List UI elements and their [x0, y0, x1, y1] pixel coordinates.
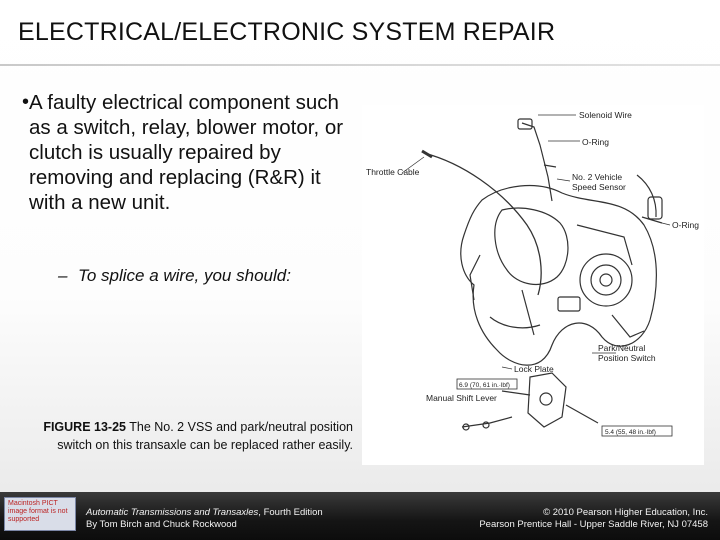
- footer-copyright: © 2010 Pearson Higher Education, Inc. Pe…: [479, 507, 708, 531]
- label-torque-2: 5.4 (55, 48 in.·lbf): [605, 429, 656, 436]
- label-throttle-cable: Throttle Cable: [366, 167, 420, 177]
- title-divider: [0, 64, 720, 66]
- bullet-text: A faulty electrical component such as a …: [29, 91, 344, 214]
- bullet-marker: •: [22, 91, 30, 113]
- figure-caption: FIGURE 13-25 The No. 2 VSS and park/neut…: [40, 418, 353, 454]
- footer-bar: Macintosh PICT image format is not suppo…: [0, 492, 720, 540]
- main-bullet: • A faulty electrical component such as …: [22, 90, 352, 215]
- book-edition: , Fourth Edition: [258, 507, 323, 518]
- transaxle-housing: [460, 184, 657, 366]
- book-title: Automatic Transmissions and Transaxles: [86, 507, 259, 518]
- publisher-logo-placeholder: Macintosh PICT image format is not suppo…: [4, 497, 76, 531]
- footer-book-info: Automatic Transmissions and Transaxles, …: [86, 507, 323, 531]
- throttle-cable: [423, 152, 542, 296]
- sub-bullet-text: To splice a wire, you should:: [78, 266, 291, 285]
- label-lock-plate: Lock Plate: [514, 364, 554, 374]
- label-torque-1: 6.9 (70, 61 in.·lbf): [459, 382, 510, 389]
- sub-bullet-marker: –: [58, 266, 68, 285]
- caption-text: The No. 2 VSS and park/neutral position …: [57, 420, 353, 452]
- sub-bullet: – To splice a wire, you should:: [58, 266, 358, 286]
- park-neutral-switch: [461, 372, 599, 431]
- transaxle-illustration: Solenoid Wire O-Ring Throttle Cable No. …: [362, 105, 704, 465]
- copyright-text: © 2010 Pearson Higher Education, Inc.: [543, 507, 708, 518]
- speed-sensor: [636, 174, 663, 224]
- label-vss-1: No. 2 Vehicle: [572, 172, 622, 182]
- label-vss-2: Speed Sensor: [572, 182, 626, 192]
- label-park-neutral-2: Position Switch: [598, 353, 656, 363]
- torque-box-2: [601, 425, 673, 437]
- label-manual-shift-lever: Manual Shift Lever: [426, 393, 497, 403]
- caption-label: FIGURE 13-25: [43, 420, 126, 434]
- leader-lines: [401, 114, 671, 370]
- label-solenoid-wire: Solenoid Wire: [579, 110, 632, 120]
- book-authors: By Tom Birch and Chuck Rockwood: [86, 519, 237, 530]
- label-o-ring-right: O-Ring: [672, 220, 699, 230]
- torque-box-1: [456, 378, 518, 390]
- solenoid-assembly: [517, 118, 557, 202]
- label-o-ring-top: O-Ring: [582, 137, 609, 147]
- slide-title: ELECTRICAL/ELECTRONIC SYSTEM REPAIR: [18, 18, 556, 46]
- publisher-text: Pearson Prentice Hall - Upper Saddle Riv…: [479, 519, 708, 530]
- label-park-neutral-1: Park/Neutral: [598, 343, 645, 353]
